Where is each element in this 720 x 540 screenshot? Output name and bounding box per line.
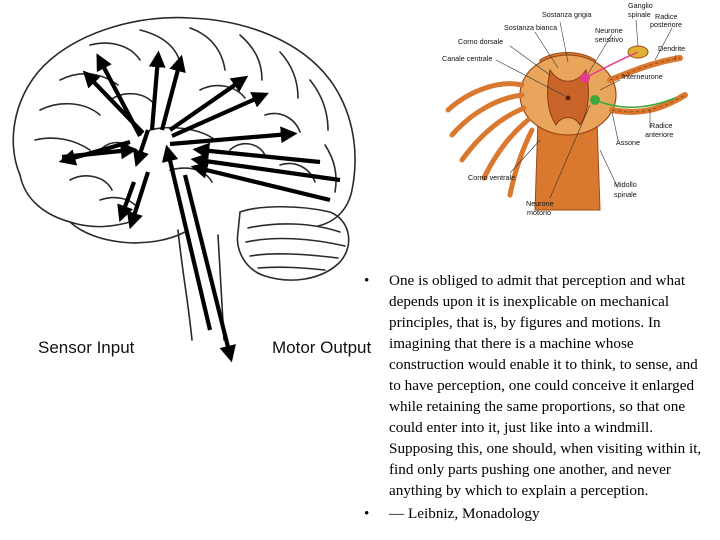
bullet-list: • One is obliged to admit that perceptio…: [362, 270, 707, 524]
label-radice-anteriore-1: Radice: [650, 121, 672, 130]
bullet-item-quote: • One is obliged to admit that perceptio…: [362, 270, 707, 501]
label-radice-posteriore-2: posteriore: [650, 20, 682, 29]
bullet-item-attribution: • — Leibniz, Monadology: [362, 503, 707, 524]
label-ganglio: Ganglio: [628, 1, 653, 10]
label-neurone-motorio-1: Neurone: [526, 199, 554, 208]
label-radice-anteriore-2: anteriore: [645, 130, 673, 139]
bullet-marker: •: [364, 272, 370, 289]
spinal-cord-illustration: [445, 45, 688, 211]
spinal-cord-diagram: Sostanza grigia Ganglio spinale Radice p…: [442, 1, 688, 217]
label-corno-ventrale: Corno ventrale: [468, 173, 515, 182]
label-radice-posteriore-1: Radice: [655, 12, 677, 21]
motor-output-label: Motor Output: [272, 338, 372, 357]
bullet-marker: •: [364, 505, 370, 522]
label-spinale: spinale: [628, 10, 651, 19]
leibniz-quote: • One is obliged to admit that perceptio…: [362, 270, 707, 526]
label-canale-centrale: Canale centrale: [442, 54, 492, 63]
label-dendrite: Dendrite: [658, 44, 685, 53]
label-neurone-motorio-2: motorio: [527, 208, 551, 217]
label-midollo-2: spinale: [614, 190, 637, 199]
label-sostanza-bianca: Sostanza bianca: [504, 23, 557, 32]
label-neurone-sensitivo-2: sensitivo: [595, 35, 623, 44]
spinal-cord-labels: [495, 19, 677, 199]
label-interneurone: Interneurone: [622, 72, 663, 81]
sensor-input-label: Sensor Input: [38, 338, 135, 357]
quote-text: One is obliged to admit that perception …: [389, 272, 702, 499]
quote-attribution: — Leibniz, Monadology: [389, 505, 540, 522]
label-neurone-sensitivo-1: Neurone: [595, 26, 623, 35]
signal-arrows: [58, 50, 341, 363]
label-assone: Assone: [616, 138, 640, 147]
label-corno-dorsale: Corno dorsale: [458, 37, 503, 46]
label-midollo-1: Midollo: [614, 180, 637, 189]
label-sostanza-grigia: Sostanza grigia: [542, 10, 592, 19]
brain-outline: [12, 16, 356, 341]
brain-diagram: [12, 16, 356, 363]
